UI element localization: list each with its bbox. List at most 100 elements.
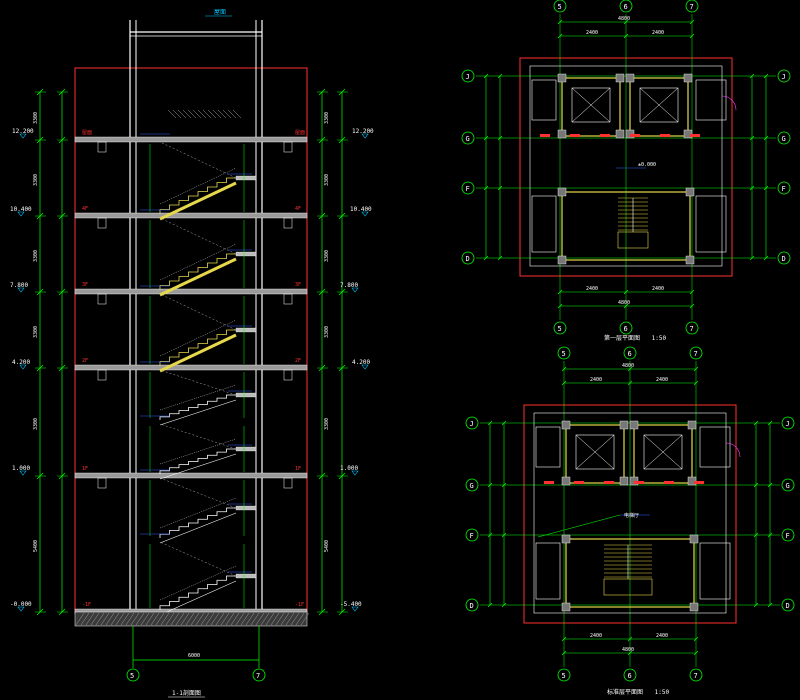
level-triangle [17,211,25,217]
ground-hatch-line [185,612,195,626]
stair-flights [140,109,257,616]
roof-hatch [167,109,177,119]
plan-dimension-tick [501,420,507,426]
plan-dimension-tick [497,135,503,141]
stair-landing [603,578,653,596]
ground-hatch-line [250,612,260,626]
stair-landing [235,251,257,257]
stair-handrail [159,497,237,529]
beam-right [283,369,293,381]
elevator-shaft [629,77,689,137]
ground-hatch-line [225,612,235,626]
axis-bubble-top [685,0,699,13]
stair-hidden-flight [159,369,237,396]
plan-dimension-tick [753,532,759,538]
stair-slab [159,399,237,426]
plan1-title: 第一层平面图 1:50 [604,333,666,342]
plan-dimension-tick [557,33,563,39]
axis-bubble-left [465,416,479,430]
plan-dimension-tick [623,289,629,295]
plan-room-label: 电梯厅 [624,512,639,519]
level-right-2: 10.400 [350,206,372,213]
beam-left [97,293,107,305]
elevator-shaft [565,424,625,484]
side-room-right [695,195,727,253]
dimension-text-right: 3300 [324,326,330,338]
plan-dimension-tick [627,366,633,372]
structural-column [687,420,697,430]
ground-hatch-line [170,612,180,626]
level-right-3: 7.800 [340,282,358,289]
axis-bubble-5 [126,668,140,682]
structural-column [561,476,571,486]
level-triangle [351,606,359,612]
level-triangle [361,364,369,370]
structural-column [561,534,571,544]
annotation-mark [690,134,700,137]
ground-hatch-line [95,612,105,626]
diagonal-guide [537,514,621,538]
level-right-1: 12.200 [352,128,374,135]
plan-dimension-tick [497,73,503,79]
ground-hatch-lines [75,612,310,626]
annotation-mark [604,481,614,484]
axis-bubble-bottom [557,668,571,682]
level-triangle [19,364,27,370]
plan-dim-total: 4800 [622,363,634,369]
level-triangle [351,287,359,293]
dimension-text-right: 3300 [324,112,330,124]
floor-tag-right: 4F [295,206,301,212]
plan-dim-bottom-1: 2400 [586,286,598,292]
stair-hidden-flight [159,541,237,577]
annotation-mark [660,134,670,137]
beam-left [97,369,107,381]
roof-hatch [222,109,232,119]
floor-tag-right: 3F [295,282,301,288]
annotation-mark [600,134,610,137]
annotation-mark [574,481,584,484]
stair-hidden-flight [159,293,237,331]
ground-hatch [74,611,308,627]
roof-hatch [197,109,207,119]
plan-dim-bottom-2: 2400 [652,286,664,292]
annotation-mark [570,134,580,137]
stair-hidden-flight [159,477,237,509]
stair-handrail [159,167,237,205]
axis-label-bottom: 7 [694,672,698,680]
ground-hatch-line [205,612,215,626]
plan-dim-top-1: 2400 [586,30,598,36]
side-room-right-top [699,426,731,468]
axis-bubble-bottom [619,321,633,335]
ground-hatch-line [100,612,110,626]
ground-hatch-line [215,612,225,626]
axis-label-left: F [470,532,474,540]
plan-dimension-tick [487,602,493,608]
axis-bubble-right [777,181,791,195]
beam-right [283,477,293,489]
elevator-car [643,434,683,470]
structural-column [561,602,571,612]
level-right-4: 4.200 [352,359,370,366]
plan-dimension-tick [487,420,493,426]
axis-label-left: G [470,482,474,490]
stair-steps [159,177,236,214]
stair-slab [159,181,237,221]
axis-bubble-bottom [623,668,637,682]
plan-dimension-tick [561,636,567,642]
plan-level-text: ±0.000 [638,162,656,168]
roof-hatch [182,109,192,119]
axis-label-left: D [466,255,470,263]
plan-dimension-tick [767,482,773,488]
stair-hidden-flight [159,141,237,179]
structural-column [619,476,629,486]
ground-hatch-line [265,612,275,626]
ground-hatch-line [75,612,85,626]
plan-dim-top-2: 2400 [656,377,668,383]
plan-dimension-tick [483,135,489,141]
annotation-mark [664,481,674,484]
structural-column [557,187,567,197]
ground-hatch-line [275,612,285,626]
dimension-text-right: 3300 [324,174,330,186]
